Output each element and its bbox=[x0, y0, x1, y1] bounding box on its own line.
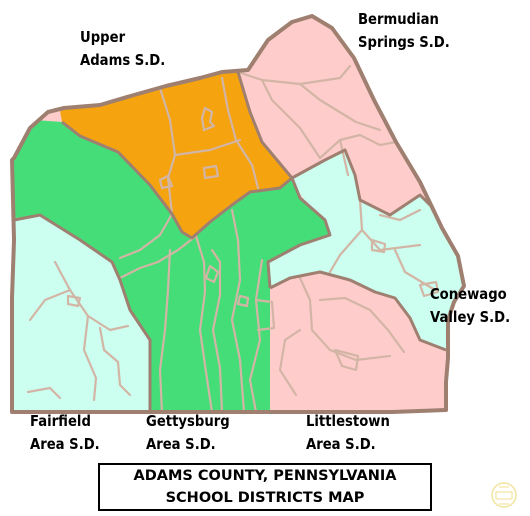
label-bermudian-springs-line1: Bermudian bbox=[358, 10, 439, 28]
label-bermudian-springs-line2: Springs S.D. bbox=[358, 33, 450, 51]
label-littlestown: Littlestown Area S.D. bbox=[306, 410, 390, 456]
label-fairfield-line2: Area S.D. bbox=[30, 435, 100, 453]
label-upper-adams-line1: Upper bbox=[80, 28, 126, 46]
stamp-icon bbox=[491, 482, 517, 508]
conewago-valley-district bbox=[268, 150, 464, 350]
label-conewago-valley-line2: Valley S.D. bbox=[430, 308, 511, 326]
label-gettysburg-line1: Gettysburg bbox=[146, 412, 230, 430]
label-upper-adams: Upper Adams S.D. bbox=[80, 26, 165, 72]
label-gettysburg: Gettysburg Area S.D. bbox=[146, 410, 230, 456]
label-upper-adams-line2: Adams S.D. bbox=[80, 51, 166, 69]
label-littlestown-line1: Littlestown bbox=[306, 412, 390, 430]
label-conewago-valley-line1: Conewago bbox=[430, 285, 507, 303]
label-bermudian-springs: Bermudian Springs S.D. bbox=[358, 8, 450, 54]
label-littlestown-line2: Area S.D. bbox=[306, 435, 376, 453]
label-gettysburg-line2: Area S.D. bbox=[146, 435, 216, 453]
municipal-boundaries bbox=[26, 64, 440, 412]
label-fairfield-line1: Fairfield bbox=[30, 412, 91, 430]
district-boundaries bbox=[13, 71, 447, 412]
label-conewago-valley: Conewago Valley S.D. bbox=[430, 283, 510, 329]
littlestown-district bbox=[270, 272, 460, 412]
map-title-line2: SCHOOL DISTRICTS MAP bbox=[165, 490, 365, 506]
map-title-line1: ADAMS COUNTY, PENNSYLVANIA bbox=[133, 468, 397, 484]
county-outline bbox=[10, 14, 466, 414]
map-title-box: ADAMS COUNTY, PENNSYLVANIA SCHOOL DISTRI… bbox=[98, 463, 432, 511]
label-fairfield: Fairfield Area S.D. bbox=[30, 410, 100, 456]
